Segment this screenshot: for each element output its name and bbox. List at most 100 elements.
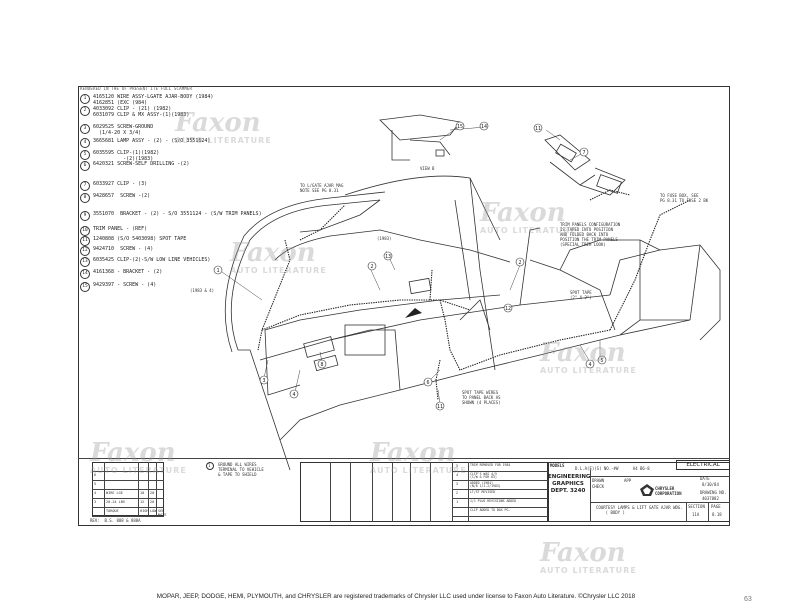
revision-rule [452, 471, 548, 472]
revision-grid [300, 462, 548, 522]
callout-4c: 4 [289, 389, 299, 399]
revision-letter: 3 [456, 482, 459, 486]
svg-text:4: 4 [292, 392, 295, 398]
date-label: DATE [700, 476, 710, 481]
table-cell: 20-24 LBS [106, 500, 125, 504]
revision-col-rule [330, 462, 331, 522]
note-number-circle [206, 462, 214, 470]
note-1983: (1983) [377, 236, 392, 241]
section-value: 11A [692, 512, 700, 517]
revision-rule [452, 489, 548, 490]
part-description: 4165120 WIRE ASSY-LGATE AJAR-BODY (1984)… [93, 94, 214, 106]
revision-col-rule [372, 462, 373, 522]
table-rule [92, 480, 164, 481]
harness-to-fuse [609, 199, 691, 331]
callout-8: 8 [317, 359, 327, 369]
svg-text:2: 2 [370, 264, 373, 270]
table-col-rule [104, 462, 105, 516]
part-description: 3665681 LAMP ASSY - (2) - (S/O 3551624) [93, 138, 211, 144]
part-number-circle: 2 [80, 106, 90, 116]
lamp-bracket-lower-left [303, 336, 335, 358]
note-trim-panels: TRIM PANELS CONFIGURATION IS TAPED INTO … [560, 222, 621, 247]
revision-letter: 5 [456, 464, 459, 468]
callout-15: 15 [455, 121, 465, 131]
svg-text:13: 13 [385, 254, 391, 260]
table-cell: 20 [150, 491, 155, 495]
table-rule [92, 471, 164, 472]
table-cell: 4 [94, 491, 97, 495]
svg-text:14: 14 [481, 124, 487, 130]
part-description: 6035595 CLIP-(1)(1982) -(2)(1983) [93, 150, 160, 162]
part-description: 1240808 (S/O 5403098) SPOT TAPE [93, 236, 187, 242]
part-number-circle: 13 [80, 257, 90, 267]
page-number: 63 [744, 596, 752, 603]
revision-col-rule [410, 462, 411, 522]
callout-4b: 4 [585, 359, 595, 369]
revision-col-rule [452, 462, 453, 522]
table-cell: SEE NOTE [158, 509, 167, 517]
models-line1: D.L.A(E)(S) NO.-#W A4 B6-8 [575, 466, 650, 471]
svg-text:2: 2 [518, 260, 521, 266]
part-description: 6033927 CLIP - (3) [93, 181, 148, 187]
part-description: 6035425 CLIP-(2)-S/W LOW LINE VEHICLES) [93, 257, 211, 263]
revision-text: TRIM REMOVED FOR 1984 [470, 462, 511, 467]
svg-text:11: 11 [535, 126, 541, 132]
revision-col-rule [350, 462, 351, 522]
revision-col-rule [392, 462, 393, 522]
harness-left [257, 239, 291, 351]
revision-text: LT/ST REVISED [470, 489, 495, 494]
revision-letter: 1 [456, 500, 459, 504]
svg-text:5: 5 [600, 358, 603, 364]
table-cell: 6 [94, 473, 97, 477]
svg-text:3: 3 [262, 378, 265, 384]
note-bracket-years: (1983 & 4) [190, 288, 215, 293]
callout-7: 7 [579, 147, 589, 157]
callout-6: 6 [423, 377, 433, 387]
drawing-title: COURTESY LAMPS & LIFT GATE AJAR WDG. ( B… [596, 505, 683, 515]
part-number-circle: 14 [80, 269, 90, 279]
part-number-circle: 3 [80, 124, 90, 134]
table-cell: 12 [140, 500, 145, 504]
part-number-circle: 4 [80, 138, 90, 148]
table-rule [92, 507, 164, 508]
table-rule [92, 516, 164, 517]
callout-3: 3 [259, 375, 269, 385]
revision-text: ADDED (1984) (N/8 1/1-2/1983) [470, 480, 501, 489]
note-to-lgate: TO L/GATE AJAR MAG NOTE SEE PG 8.31 [300, 183, 344, 193]
revision-rule [452, 480, 548, 481]
note-view-b: VIEW B [420, 166, 435, 171]
part-number-circle: 12 [80, 246, 90, 256]
part-number-circle: 8 [80, 193, 90, 203]
part-description: 6029525 SCREW-GROUND (1/4-20 X 3/4) [93, 124, 154, 136]
revision-col-rule [430, 462, 431, 522]
drawn-label: DRAWN [592, 478, 605, 483]
table-cell: TORQUE [106, 509, 119, 513]
revision-rule [452, 498, 548, 499]
table-rule [92, 489, 164, 490]
part-number-circle: 9 [80, 211, 90, 221]
callout-2a: 2 [367, 261, 377, 271]
note-spot-tape: SPOT TAPE (2" X 2") [570, 290, 592, 300]
revision-letter: 4 [456, 473, 459, 477]
part-description: 9428657 SCREW -(2) [93, 193, 151, 199]
pentastar-icon [640, 484, 654, 496]
part-number-circle: 7 [80, 181, 90, 191]
table-col-rule [138, 462, 139, 516]
revision-col-rule [468, 462, 469, 522]
revision-rule [452, 507, 548, 508]
table-cell: 10 [140, 491, 145, 495]
